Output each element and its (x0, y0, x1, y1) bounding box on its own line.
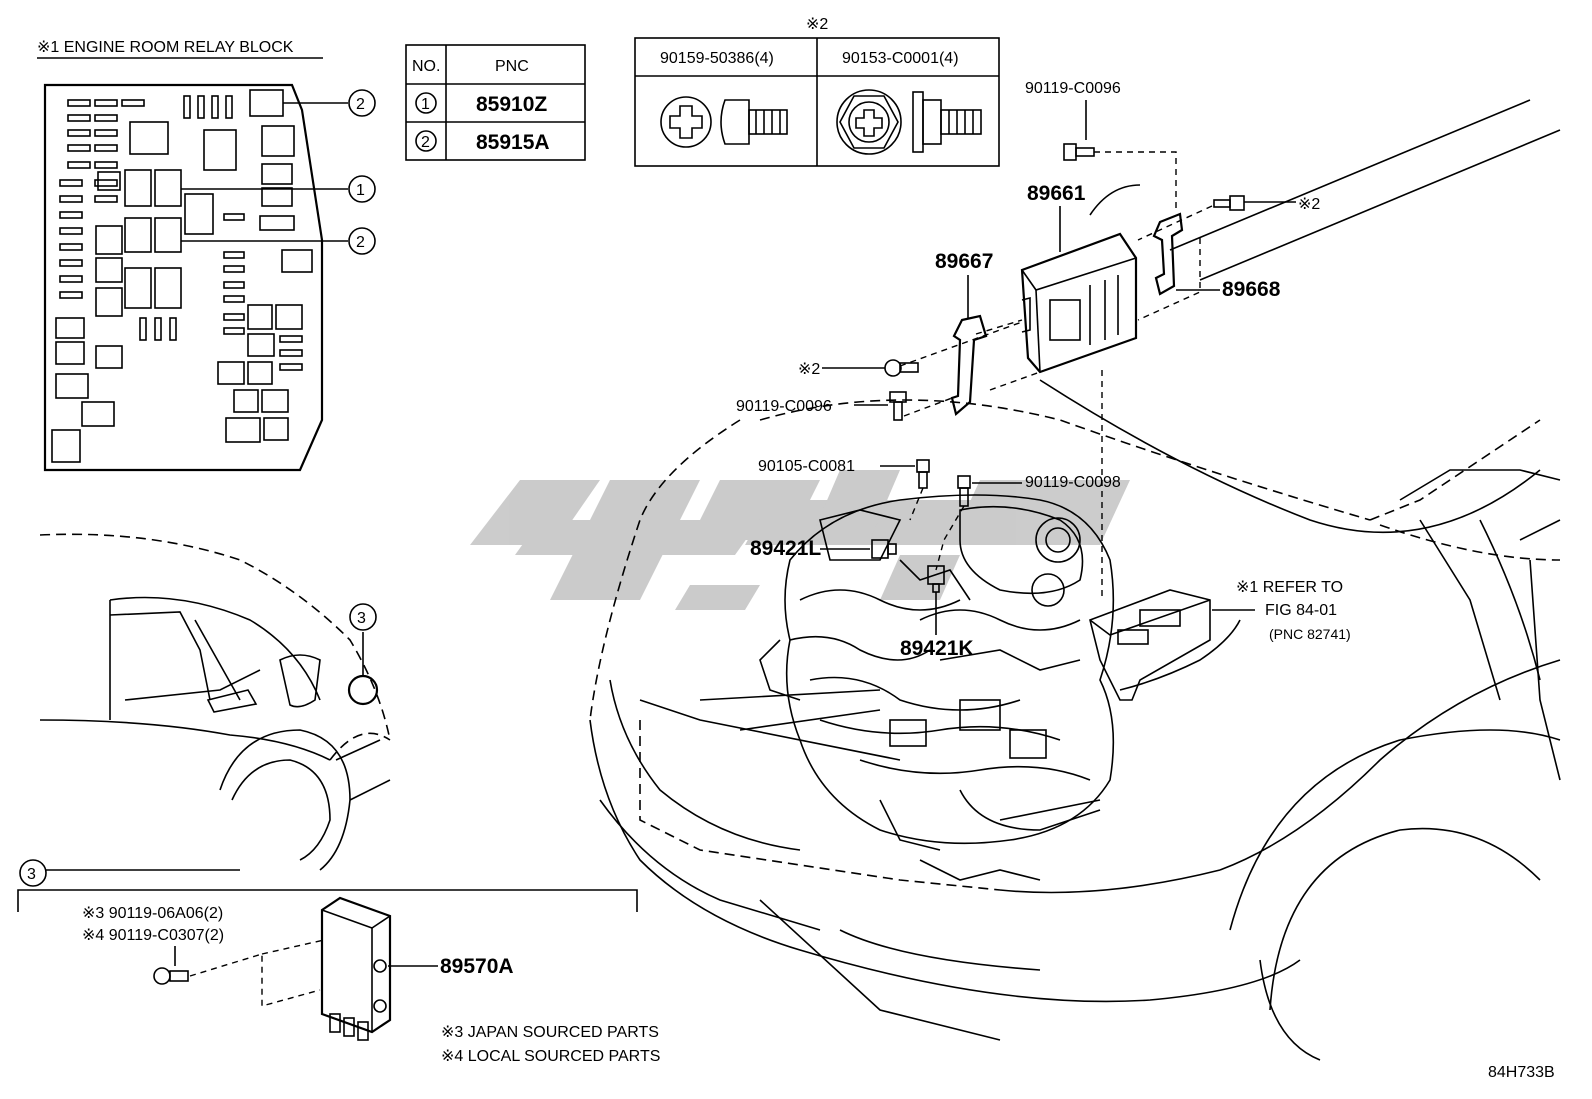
screw-head-phillips-icon (660, 96, 712, 148)
note-local-sourced: ※4 LOCAL SOURCED PARTS (441, 1048, 660, 1065)
bottom-callout-3: 3 (27, 866, 36, 883)
callout-2-bottom: 2 (356, 234, 365, 251)
label-89661: 89661 (1027, 182, 1086, 205)
pnc-table: NO. PNC 1 85910Z 2 85915A (405, 44, 586, 161)
label-note2-left: ※2 (798, 361, 820, 378)
ecu-unit (1020, 232, 1138, 374)
label-89421l: 89421L (750, 537, 821, 560)
rear-callout-3: 3 (357, 610, 366, 627)
label-89667: 89667 (935, 250, 993, 273)
figure-code: 84H733B (1488, 1064, 1555, 1081)
bracket-right (1152, 212, 1184, 296)
engine-sensor-labels: 90105-C0081 90119-C0098 89421L 89421K (750, 458, 1121, 660)
label-90119-c0096-left: 90119-C0096 (736, 398, 832, 415)
label-90119-c0098: 90119-C0098 (1025, 474, 1121, 491)
bolt-line-1: ※3 90119-06A06(2) (82, 905, 223, 922)
bottom-section: 3 ※3 90119-06A06(2) ※4 90119-C0307(2) 89… (17, 859, 660, 1065)
refer-line-1: ※1 REFER TO (1236, 579, 1343, 596)
relay-callouts: 2 1 2 (181, 89, 376, 255)
pnc-row2-no: 2 (421, 134, 430, 151)
bolt-icon-90105 (916, 459, 930, 489)
relay-block-title: ※1 ENGINE ROOM RELAY BLOCK (37, 39, 294, 56)
label-note2-right: ※2 (1298, 196, 1320, 213)
bolt-side-view-icon (912, 91, 982, 153)
refer-line-2: FIG 84-01 (1265, 602, 1337, 619)
screw-col2: 90153-C0001(4) (842, 50, 959, 67)
label-89570a: 89570A (440, 955, 514, 978)
callout-1: 1 (356, 182, 365, 199)
screw-table: ※2 90159-50386(4) 90153-C0001(4) (634, 16, 1000, 167)
note-japan-sourced: ※3 JAPAN SOURCED PARTS (441, 1024, 659, 1041)
label-89421k: 89421K (900, 637, 974, 660)
engine-relay-block: ※1 REFER TO FIG 84-01 (PNC 82741) (1089, 579, 1351, 701)
watermark-logo (470, 470, 1130, 610)
pnc-header-no: NO. (412, 58, 440, 75)
bolt-line-2: ※4 90119-C0307(2) (82, 927, 224, 944)
bolt-icon-left (884, 359, 919, 377)
callout-2-top: 2 (356, 96, 365, 113)
ecu-assembly: 90119-C0096 89661 89668 (736, 80, 1320, 600)
bracket-left (950, 314, 988, 416)
screw-table-note: ※2 (806, 16, 828, 33)
relay-block-outline (43, 83, 324, 472)
control-module (320, 896, 392, 1041)
screw-col1: 90159-50386(4) (660, 50, 774, 67)
knock-sensor-l-icon (871, 539, 897, 559)
car-rear-outline: 3 (39, 533, 391, 871)
bolt-icon (1063, 143, 1095, 161)
car-front-outline (589, 99, 1561, 1061)
bolt-icon-left-lower (889, 391, 907, 421)
refer-line-3: (PNC 82741) (1269, 626, 1351, 642)
bolt-icon-right (1213, 195, 1245, 211)
screw-side-view-icon (720, 99, 788, 145)
bolt-icon-bottom (153, 967, 189, 985)
label-89668: 89668 (1222, 278, 1281, 301)
label-90105-c0081: 90105-C0081 (758, 458, 855, 475)
pnc-row1-value: 85910Z (476, 93, 547, 116)
bolt-head-washer-icon (836, 89, 902, 155)
label-90119-c0096-top: 90119-C0096 (1025, 80, 1121, 97)
engine-assembly (699, 494, 1115, 881)
pnc-row1-no: 1 (421, 96, 430, 113)
pnc-header-pnc: PNC (495, 58, 529, 75)
pnc-row2-value: 85915A (476, 131, 550, 154)
